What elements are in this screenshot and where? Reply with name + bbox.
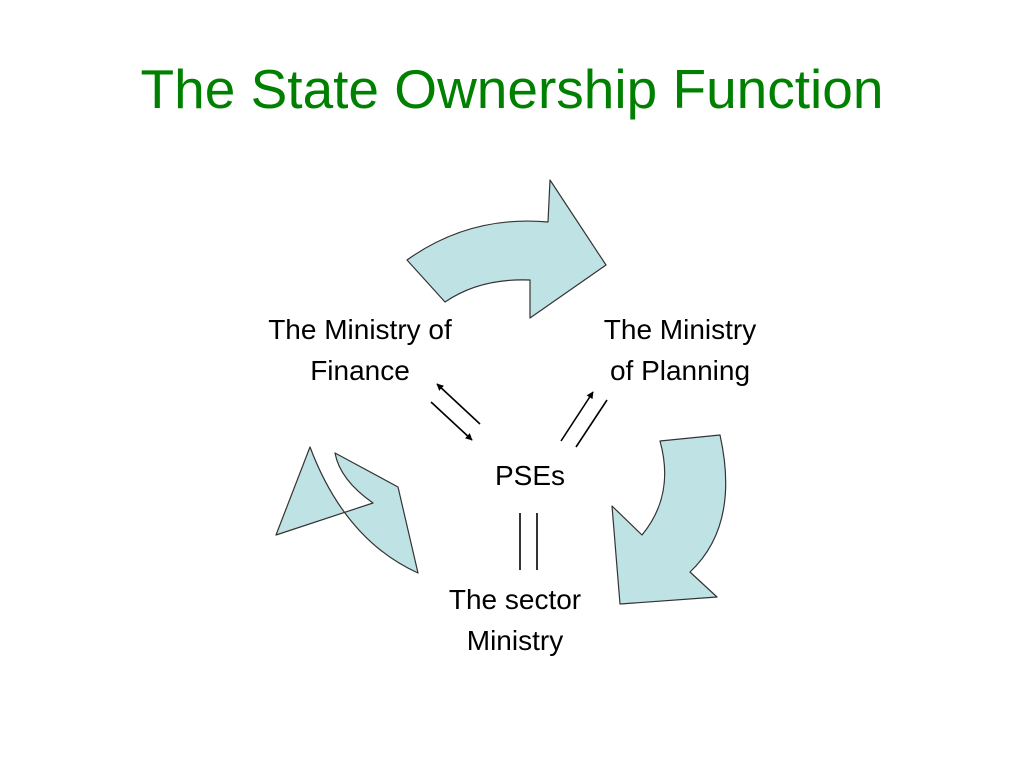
node-planning-line-2: of Planning [609, 355, 751, 386]
node-finance-line-2: Finance [310, 355, 410, 386]
node-sector-ministry: The sector Ministry [400, 579, 630, 661]
page-title: The State Ownership Function [140, 58, 884, 120]
arrow-pses-to-finance [436, 383, 481, 425]
node-pses: PSEs [460, 455, 600, 496]
node-sector-line-2: Ministry [466, 625, 564, 656]
arrow-finance-to-pses [430, 401, 473, 441]
node-pses-label: PSEs [494, 460, 566, 491]
cycle-arrow-left [275, 446, 419, 574]
node-ministry-of-finance: The Ministry of Finance [230, 309, 490, 391]
node-ministry-of-planning: The Ministry of Planning [560, 309, 800, 391]
arrow-pses-to-planning [560, 391, 594, 442]
node-planning-line-1: The Ministry [603, 314, 757, 345]
cycle-arrow-top [406, 179, 607, 319]
node-finance-line-1: The Ministry of [268, 314, 452, 345]
node-sector-line-1: The sector [448, 584, 582, 615]
cycle-arrow-right [611, 434, 727, 605]
planning-link-line [575, 399, 608, 448]
